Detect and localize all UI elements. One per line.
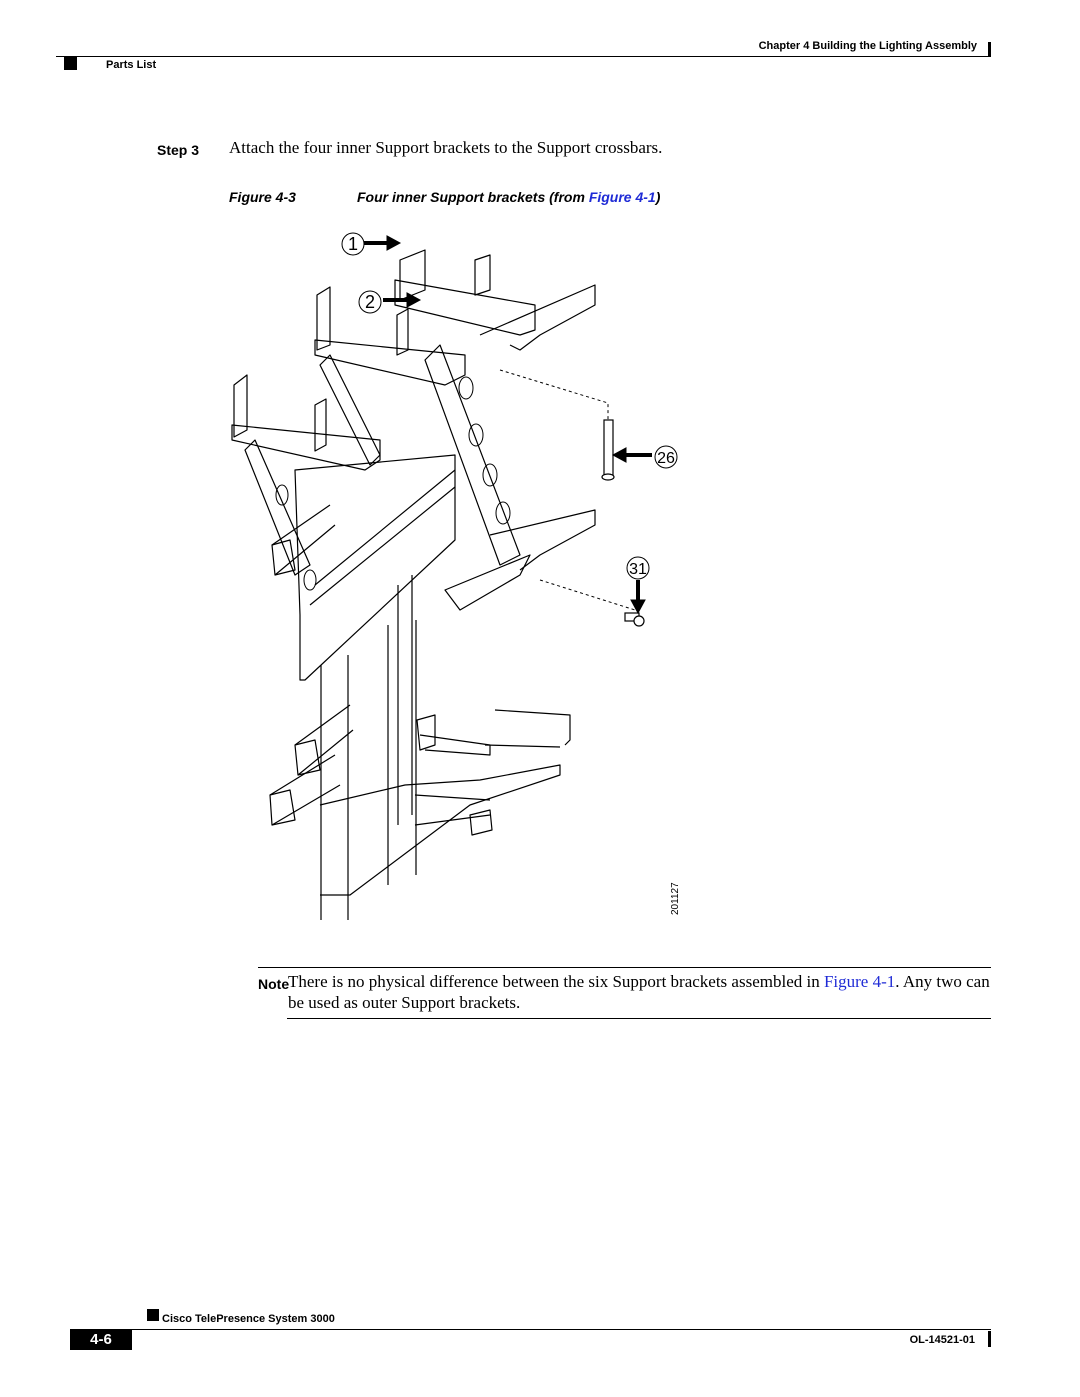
footer-marker (147, 1309, 159, 1321)
note-text: There is no physical difference between … (288, 971, 993, 1013)
footer-title: Cisco TelePresence System 3000 (162, 1313, 335, 1325)
note-label: Note (258, 976, 290, 992)
note-figure-link[interactable]: Figure 4-1 (823, 972, 896, 991)
header-rule (56, 56, 991, 57)
header-bar (988, 42, 991, 57)
page-number: 4-6 (70, 1330, 132, 1350)
footer-rule (70, 1329, 991, 1330)
step-text: Attach the four inner Support brackets t… (229, 138, 663, 157)
figure-caption: Figure 4-3 Four inner Support brackets (… (229, 189, 660, 205)
note-rule-top (258, 967, 991, 968)
chapter-header: Chapter 4 Building the Lighting Assembly (758, 40, 977, 52)
note-text-after: . Any two can be used as outer Support b… (288, 972, 990, 1012)
note-text-before: There is no physical difference between … (288, 972, 824, 991)
footer-bar (988, 1331, 991, 1347)
callout-31: 31 (629, 561, 647, 578)
figure-title-text: Four inner Support brackets (from (357, 189, 589, 205)
step-label: Step 3 (157, 142, 200, 158)
header-marker (64, 57, 77, 70)
callout-26: 26 (657, 450, 675, 467)
figure-link[interactable]: Figure 4-1 (588, 189, 656, 205)
figure-title-end: ) (655, 189, 661, 205)
callout-1: 1 (348, 234, 358, 254)
figure-label: Figure 4-3 (229, 189, 296, 205)
figure-title: Four inner Support brackets (from Figure… (357, 189, 660, 205)
doc-number: OL-14521-01 (909, 1334, 975, 1346)
callout-2: 2 (365, 292, 375, 312)
figure-id: 201127 (670, 882, 680, 915)
support-bracket-illustration: 1 2 26 31 201127 (231, 232, 680, 920)
note-rule-bottom (287, 1018, 991, 1019)
section-name: Parts List (106, 59, 157, 71)
